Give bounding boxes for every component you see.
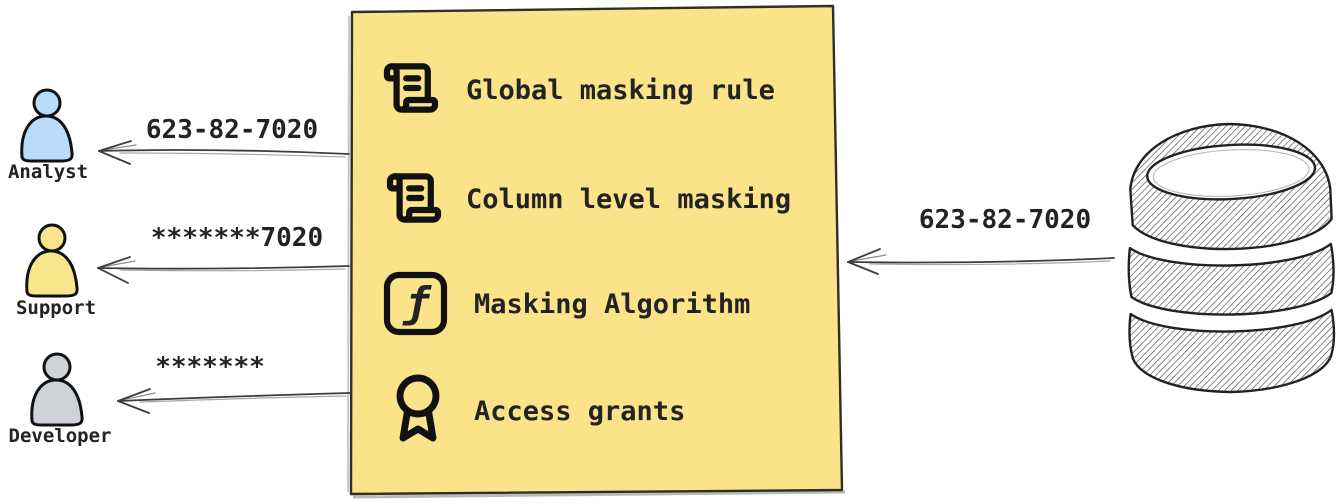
persona-developer: Developer xyxy=(9,352,112,447)
database-middle-band xyxy=(1127,242,1335,316)
function-icon-glyph: ƒ xyxy=(401,278,432,327)
masking-box-item-label: Global masking rule xyxy=(466,75,775,106)
analyst-icon xyxy=(20,88,74,163)
analyst-arrow-value: 623-82-7020 xyxy=(146,115,318,145)
persona-analyst-label: Analyst xyxy=(8,161,88,183)
scroll-text-icon xyxy=(383,63,439,113)
database-top-opening-inner-line xyxy=(1152,149,1310,197)
database-arrow-value: 623-82-7020 xyxy=(919,205,1091,235)
masking-box-item-label: Access grants xyxy=(474,396,685,427)
masking-box-sketch-edge-bottom xyxy=(352,490,846,499)
persona-support: Support xyxy=(16,223,96,319)
support-icon xyxy=(25,223,79,298)
analyst-icon-head xyxy=(32,88,62,118)
developer-icon-head xyxy=(42,352,72,382)
award-icon xyxy=(396,374,440,442)
arrow-to-analyst xyxy=(98,140,350,165)
database-icon xyxy=(1127,122,1336,394)
scroll-text-icon xyxy=(386,173,442,223)
masking-box-item-column-masking: Column level masking xyxy=(386,173,791,223)
developer-icon xyxy=(30,352,84,427)
developer-icon-body xyxy=(30,378,84,427)
arrow-to-support xyxy=(97,256,350,284)
persona-analyst: Analyst xyxy=(8,88,88,183)
function-square-icon: ƒ xyxy=(383,271,448,336)
masking-box-item-access-grants: Access grants xyxy=(396,374,685,442)
analyst-icon-body xyxy=(20,114,74,163)
support-arrow-value: *******7020 xyxy=(151,223,323,253)
masking-box-item-label: Column level masking xyxy=(466,184,791,215)
masking-box-item-masking-algorithm: ƒ Masking Algorithm xyxy=(383,271,750,336)
arrow-to-developer xyxy=(117,388,351,414)
database-top-opening xyxy=(1146,143,1317,201)
masking-box: Global masking rule Column level masking… xyxy=(347,4,846,499)
masking-box-item-label: Masking Algorithm xyxy=(474,289,750,320)
masking-box-item-global-rule: Global masking rule xyxy=(383,63,775,113)
support-icon-head xyxy=(37,223,67,253)
database-bottom-band xyxy=(1128,308,1336,394)
developer-arrow-value: ******* xyxy=(155,352,265,382)
support-icon-body xyxy=(25,249,79,298)
masking-box-panel xyxy=(349,4,844,496)
persona-developer-label: Developer xyxy=(9,425,112,447)
masking-box-sketch-edge-left xyxy=(347,15,350,493)
persona-support-label: Support xyxy=(16,297,96,319)
arrow-database-to-box xyxy=(847,248,1115,275)
